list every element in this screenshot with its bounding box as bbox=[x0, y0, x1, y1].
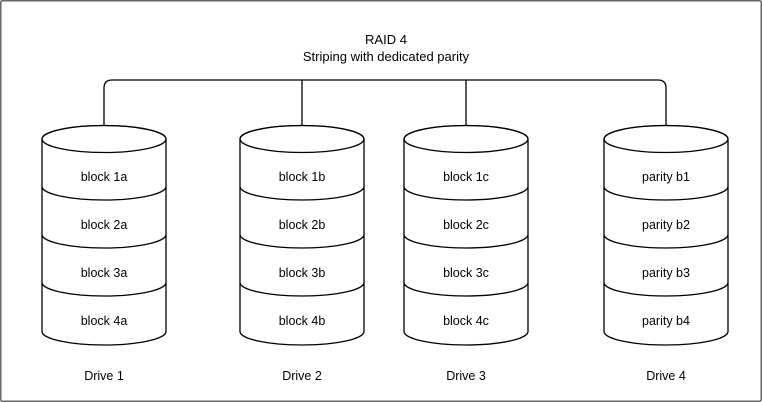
block-label: block 3a bbox=[81, 266, 128, 280]
cylinder-divider bbox=[403, 186, 529, 201]
cylinder-divider bbox=[403, 282, 529, 297]
block-label: block 2a bbox=[81, 218, 128, 232]
block-label: parity b4 bbox=[642, 314, 690, 328]
drive-cylinder-top bbox=[603, 124, 729, 154]
cylinder-divider bbox=[239, 186, 365, 201]
drive-label: Drive 2 bbox=[282, 369, 322, 383]
cylinder-divider bbox=[603, 234, 729, 249]
block-label: block 2b bbox=[279, 218, 326, 232]
drive-cylinder bbox=[603, 124, 729, 346]
block-label: block 1b bbox=[279, 170, 326, 184]
drive-2: block 1b block 2b block 3b block 4b Driv… bbox=[239, 124, 365, 383]
block-label: block 3b bbox=[279, 266, 326, 280]
diagram-subtitle: Striping with dedicated parity bbox=[303, 49, 470, 64]
bus-connector bbox=[103, 79, 667, 127]
drive-cylinder-top bbox=[41, 124, 167, 154]
block-label: block 1a bbox=[81, 170, 128, 184]
cylinder-divider bbox=[41, 186, 167, 201]
block-label: parity b2 bbox=[642, 218, 690, 232]
drive-label: Drive 3 bbox=[446, 369, 486, 383]
cylinder-divider bbox=[239, 234, 365, 249]
bus-connector-line bbox=[103, 79, 667, 127]
cylinder-divider bbox=[41, 234, 167, 249]
cylinder-divider bbox=[603, 186, 729, 201]
drive-label: Drive 1 bbox=[84, 369, 124, 383]
cylinder-divider bbox=[41, 282, 167, 297]
block-label: parity b1 bbox=[642, 170, 690, 184]
block-label: block 4a bbox=[81, 314, 128, 328]
drive-cylinder bbox=[239, 124, 365, 346]
block-label: block 1c bbox=[443, 170, 489, 184]
drive-cylinder bbox=[403, 124, 529, 346]
block-label: parity b3 bbox=[642, 266, 690, 280]
drive-3: block 1c block 2c block 3c block 4c Driv… bbox=[403, 124, 529, 383]
diagram-title: RAID 4 bbox=[365, 32, 407, 47]
block-label: block 4b bbox=[279, 314, 326, 328]
drive-label: Drive 4 bbox=[646, 369, 686, 383]
block-label: block 2c bbox=[443, 218, 489, 232]
drive-4: parity b1 parity b2 parity b3 parity b4 … bbox=[603, 124, 729, 383]
drive-cylinder bbox=[41, 124, 167, 346]
cylinder-divider bbox=[403, 234, 529, 249]
block-label: block 4c bbox=[443, 314, 489, 328]
block-label: block 3c bbox=[443, 266, 489, 280]
drive-cylinder-top bbox=[239, 124, 365, 154]
cylinder-divider bbox=[603, 282, 729, 297]
cylinder-divider bbox=[239, 282, 365, 297]
drive-cylinder-top bbox=[403, 124, 529, 154]
drive-1: block 1a block 2a block 3a block 4a Driv… bbox=[41, 124, 167, 383]
